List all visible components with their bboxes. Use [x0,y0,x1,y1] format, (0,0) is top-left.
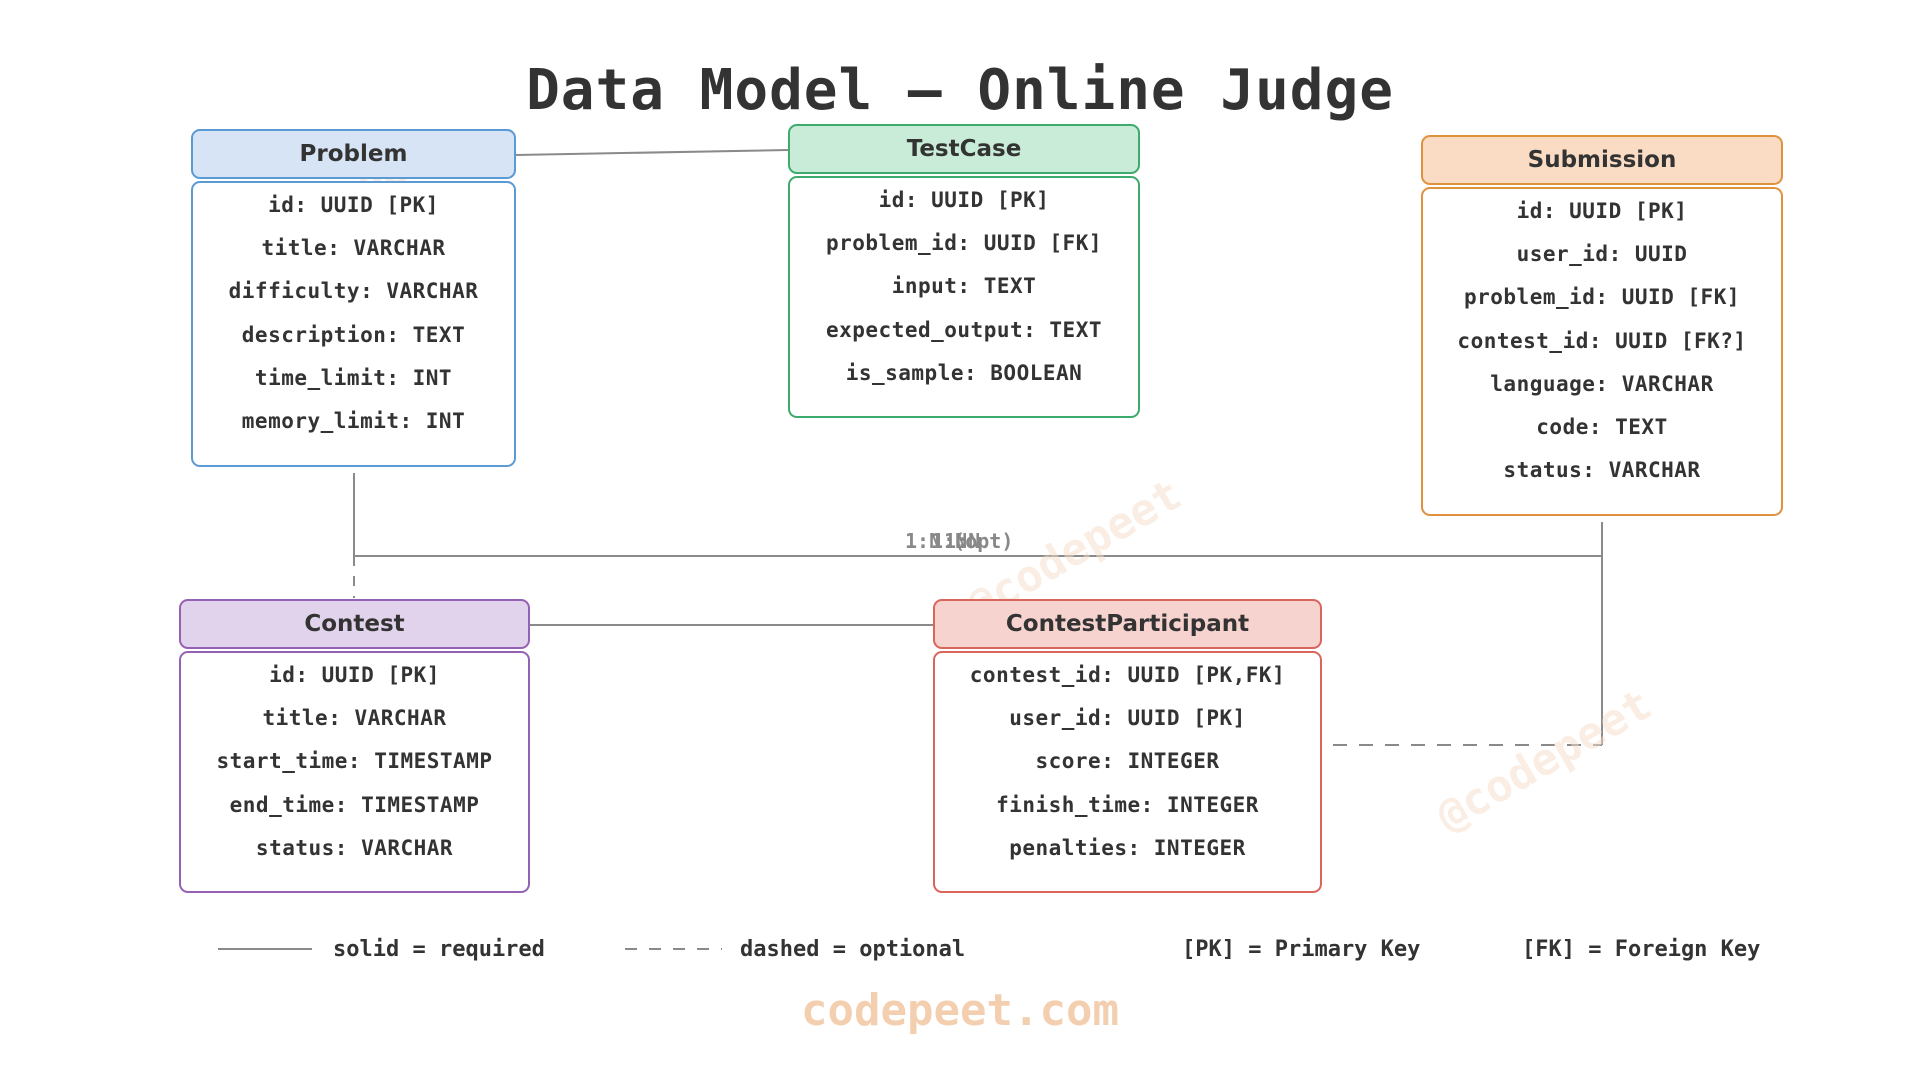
field-contest-start-time: start_time: TIMESTAMP [216,749,493,773]
field-testcase-problem-id: problem_id: UUID [FK] [825,231,1102,255]
entity-contest-participant-body: contest_id: UUID [PK,FK] user_id: UUID [… [933,651,1322,893]
entity-testcase-body: id: UUID [PK] problem_id: UUID [FK] inpu… [788,176,1140,418]
entity-submission-header: Submission [1421,135,1783,185]
field-contest-title: title: VARCHAR [262,706,447,730]
field-testcase-is-sample: is_sample: BOOLEAN [845,361,1083,385]
field-testcase-id: id: UUID [PK] [878,188,1050,212]
entity-problem-header: Problem [191,129,516,179]
field-participant-score: score: INTEGER [1035,749,1220,773]
field-testcase-expected-output: expected_output: TEXT [825,318,1102,342]
entity-contest-body: id: UUID [PK] title: VARCHAR start_time:… [179,651,530,893]
field-problem-id: id: UUID [PK] [268,193,439,217]
field-problem-title: title: VARCHAR [261,236,446,260]
field-testcase-input: input: TEXT [891,274,1037,298]
legend-dashed: dashed = optional [740,937,966,962]
footer-brand: codepeet.com [801,985,1119,1036]
field-submission-contest-id: contest_id: UUID [FK?] [1457,329,1747,353]
entity-contest-header: Contest [179,599,530,649]
entity-contest-participant-header: ContestParticipant [933,599,1322,649]
field-problem-time-limit: time_limit: INT [254,366,453,390]
relation-label-b: 1:N [931,529,968,553]
field-submission-user-id: user_id: UUID [1516,242,1688,266]
field-problem-difficulty: difficulty: VARCHAR [228,279,479,303]
field-participant-user-id: user_id: UUID [PK] [1009,706,1246,730]
field-submission-code: code: TEXT [1536,415,1668,439]
field-participant-finish-time: finish_time: INTEGER [996,793,1259,817]
legend-primary-key: [PK] = Primary Key [1182,937,1421,962]
entity-submission-body: id: UUID [PK] user_id: UUID problem_id: … [1421,187,1783,516]
relation-label-c: 1:N [944,529,981,553]
field-submission-status: status: VARCHAR [1503,458,1701,482]
field-contest-status: status: VARCHAR [255,836,454,860]
field-participant-penalties: penalties: INTEGER [1009,836,1246,860]
legend-solid: solid = required [333,937,545,962]
relation-label-opt: 1:N (opt) [905,529,1014,553]
field-submission-language: language: VARCHAR [1490,372,1714,396]
field-submission-problem-id: problem_id: UUID [FK] [1463,285,1740,309]
legend-foreign-key: [FK] = Foreign Key [1522,937,1761,962]
entity-testcase-header: TestCase [788,124,1140,174]
diagram-title: Data Model – Online Judge [526,58,1394,123]
field-submission-id: id: UUID [PK] [1516,199,1688,223]
entity-problem-body: id: UUID [PK] title: VARCHAR difficulty:… [191,181,516,467]
field-participant-contest-id: contest_id: UUID [PK,FK] [969,663,1286,687]
field-problem-description: description: TEXT [241,323,466,347]
field-contest-end-time: end_time: TIMESTAMP [229,793,480,817]
field-contest-id: id: UUID [PK] [269,663,440,687]
field-problem-memory-limit: memory_limit: INT [241,409,466,433]
connector-problem-testcase [515,149,789,156]
